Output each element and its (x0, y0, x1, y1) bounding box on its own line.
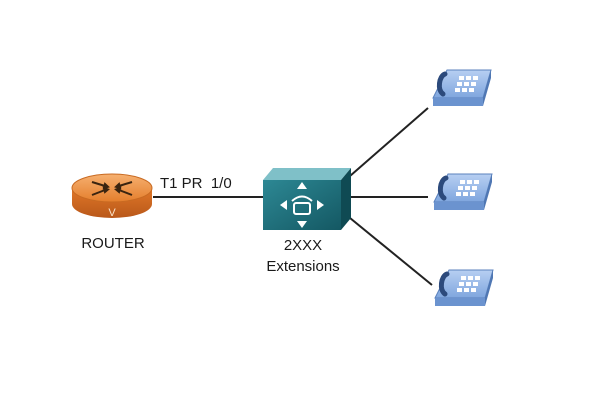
switch-line-2: Extensions (266, 258, 339, 275)
phone-link-line-top (349, 107, 429, 177)
phone-link-line-bottom (349, 217, 433, 286)
connections (153, 107, 433, 286)
ip-phone-icon[interactable] (433, 173, 493, 210)
switch-line-1: 2XXX (284, 237, 322, 254)
t1-link-label: T1 PR 1/0 (160, 175, 232, 192)
pbx-switch-icon[interactable] (263, 168, 351, 230)
router-badge: V (108, 207, 116, 219)
router-label: ROUTER (81, 235, 145, 252)
ip-phone-icon[interactable] (432, 69, 492, 106)
voice-router-icon[interactable] (71, 173, 153, 218)
ip-phone-icon[interactable] (434, 269, 494, 306)
